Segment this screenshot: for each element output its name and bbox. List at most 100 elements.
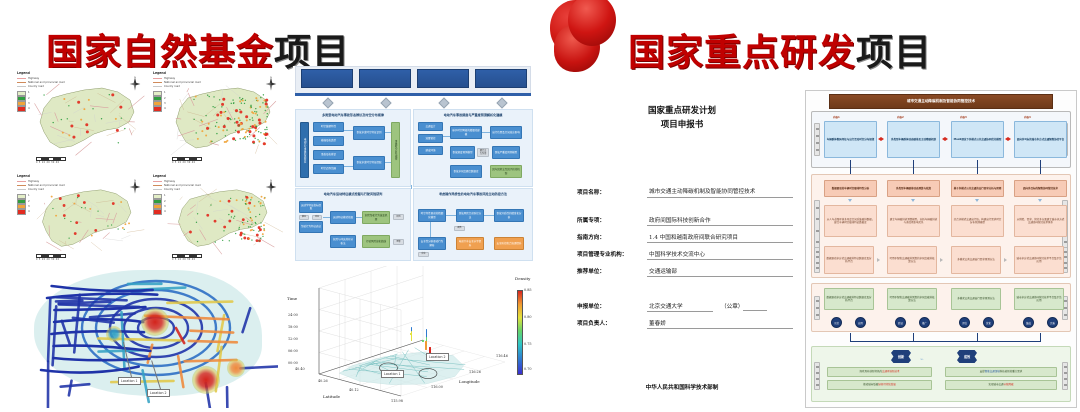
q2-box-5: 事故多尺度耦合数据库 — [450, 165, 482, 178]
outcome-connector-icon: ⌁ — [920, 356, 924, 363]
outcome-left-1-highlight: 交通环境新技术 — [882, 370, 900, 374]
map-scale-bar-ticks — [172, 254, 202, 258]
flowchart-quadrant-2-title: 电动汽车事故频度与严重度预测解析化建模 — [443, 113, 503, 117]
map-legend-swatch-row: 1 — [17, 193, 65, 200]
flowchart-quadrant-4-title: 考虑操作异质性的电动汽车事故风险主动防控方法 — [438, 192, 508, 196]
map-legend-line-row: Highway — [153, 77, 201, 81]
q2-box-3: 事故频度预测模型 — [450, 146, 475, 159]
cycle-circle-3: 验证 — [895, 317, 906, 328]
cover-title-line-1: 国家重点研发计划 — [647, 106, 716, 116]
flowchart-node-diamond-1 — [322, 97, 334, 109]
field-label-project-leader: 项目负责人： — [577, 321, 611, 327]
map-legend-swatch-row: 2 — [153, 96, 201, 102]
outcome-right-2-plain-a: 实现城市交通 — [988, 383, 1004, 387]
map-legend-line-row: National and provincial road — [17, 184, 65, 188]
flowchart-quadrant-1: 多类型电动汽车事故形态辨识及时空分布规律 电动汽车事故形态特征 时空集聚特性 碰… — [295, 109, 411, 187]
q1-col1-box-2: 碰撞形态类型 — [313, 136, 344, 146]
map-legend-line-row: National and provincial road — [17, 81, 65, 85]
field-value-applicant-unit: 北京交通大学 — [647, 302, 713, 312]
roadmap-header-title: 城市交通主动降碳机制及智能协同管控技术 — [829, 94, 1053, 109]
scatter-point — [410, 330, 413, 342]
map-legend-swatch-row: 3 — [153, 101, 201, 107]
map-scale-bar-numbers: 0 5 10 20 30 40 — [36, 160, 60, 164]
q4-side-tag: 优化 — [418, 252, 429, 257]
outcome-left-2-plain-a: 推动城市低碳 — [863, 383, 879, 387]
map-legend-swatch-row: 4 — [153, 209, 201, 215]
q4-box-4: 安全性分析驱动行为解析 — [418, 237, 446, 250]
map-scale-bar-numbers: 0 5 10 20 30 40 — [172, 160, 196, 164]
outcome-right-1-highlight: 智能交通领域 — [984, 370, 1000, 374]
flowchart-node-diamond-3 — [438, 97, 450, 109]
content-box-4: 面向多목标的城市多方式交通智能协控平台 — [1014, 121, 1067, 158]
q3-side-tag-2: 动态 — [312, 215, 322, 220]
map-scale-bar-ticks — [36, 157, 66, 161]
tech-box-2: 多类型车辆碳排动态测算与核算 — [887, 180, 940, 197]
map-legend-swatch-row: 4 — [17, 209, 65, 215]
y-tick-0: 116.00 — [431, 385, 443, 389]
svg-text:N: N — [270, 77, 272, 79]
outcome-right-2-highlight: 节能降碳 — [1003, 383, 1014, 387]
tech-box-1: 数据驱动的车辆时空碳排特性分析 — [824, 180, 877, 197]
map-legend-line-row: County road — [17, 188, 65, 192]
map-legend-line-row: County road — [153, 188, 201, 192]
map-legend-swatch-label: 3 — [28, 101, 30, 105]
map-legend-swatch-label: 2 — [164, 96, 166, 100]
cover-field-project-name: 项目名称： 城市交通主动降碳机制及智能协同管控技术 — [577, 188, 793, 199]
flowchart-quadrant-2: 电动汽车事故频度与严重度预测解析化建模 交通设计 流量管控 建成环境 基于时空网… — [413, 109, 533, 187]
q1-right-rail: 事故时空分布规律 — [391, 122, 400, 178]
q4-box-5: 电动汽车安全水平提升 — [456, 237, 484, 250]
flowchart-center-stem — [411, 185, 412, 189]
y-tick-1: 116.26 — [469, 370, 481, 374]
cover-field-special-program: 所属专项： 政府间国际科技创新合作 — [577, 216, 793, 226]
flowchart-quadrant-3-title: 电动汽车运动特征模式挖掘与行驶风险研判 — [323, 192, 383, 196]
map-legend-line-label: Highway — [28, 179, 40, 183]
map-scale-bar-ticks — [172, 157, 202, 161]
cycle-circle-2: 应用 — [855, 317, 866, 328]
q2-mid-tag: 耦合交互作用 — [477, 148, 489, 157]
outcome-bus — [850, 341, 1041, 342]
outcome-left-1-plain-a: 探索具有创新特色的 — [859, 370, 882, 374]
map-legend-line-row: National and provincial road — [153, 81, 201, 85]
compass-rose-icon: N — [264, 76, 278, 92]
flowchart-top-box-1 — [301, 69, 353, 88]
heatmap-callout-location-1: Location 1 — [118, 377, 141, 385]
left-panel-title: 国家自然基金项目 — [46, 22, 350, 76]
content-box-3: MaaS理念下多模式公共交通协同优化模型 — [951, 121, 1004, 158]
content-tag-3: 内容3 — [960, 116, 967, 119]
q3-side-tag-4: 预警 — [393, 239, 404, 245]
proposal-cover-document: 国家重点研发计划 项目申报书 项目名称： 城市交通主动降碳机制及智能协同管控技术… — [563, 98, 801, 403]
tech-arrow-down-1 — [848, 199, 852, 202]
outcome-right-1-plain-a: 支撑 — [979, 370, 985, 374]
scatter-point — [410, 332, 412, 336]
technical-roadmap-diagram: 城市交通主动降碳机制及智能协同管控技术 内容1 内容2 内容3 内容4 车辆群体… — [805, 90, 1077, 408]
validation-box-4: 城市多方式交通协同管控技术平台及示范应用 — [1014, 288, 1064, 310]
content-arrow-left-3 — [1005, 137, 1008, 141]
map-legend-line-row: National and provincial road — [153, 184, 201, 188]
right-panel-title: 国家重点研发项目 — [628, 22, 932, 76]
svg-text:N: N — [134, 77, 136, 79]
seal-blob-2 — [568, 0, 616, 46]
flowchart-node-diamond-2 — [380, 97, 392, 109]
flowchart-node-diamond-4 — [496, 97, 508, 109]
outcome-right-1-plain-b: 科技创新的重大需求 — [999, 370, 1023, 374]
map-legend-swatch-row: 4 — [153, 106, 201, 112]
map-shape — [167, 187, 284, 255]
map-legend-swatch-label: 2 — [164, 199, 166, 203]
q1-left-rail: 电动汽车事故形态特征 — [300, 122, 309, 178]
q3-box-3: 运动特征模式挖掘 — [330, 211, 356, 224]
outcome-stem-2 — [913, 333, 914, 342]
q4-mid-tag: 耦合 — [454, 226, 465, 231]
q4-box-6: 安全防控能力治理提升 — [494, 237, 524, 250]
roadmap-stem-2 — [913, 160, 914, 176]
map-legend-swatch-row: 2 — [17, 199, 65, 205]
map-legend-swatch-row: 3 — [153, 204, 201, 210]
map-scale-bar: 0 5 10 20 30 40 — [172, 157, 202, 164]
map-legend-swatch-row: 3 — [17, 204, 65, 210]
map-legend-line-row: County road — [17, 85, 65, 89]
outcome-left-2-highlight: 绿色可持续发展 — [878, 383, 896, 387]
q4-box-3: 事故异质性的精准化分析 — [494, 209, 524, 222]
research-framework-flowchart: 多类型电动汽车事故形态辨识及时空分布规律 电动汽车事故形态特征 时空集聚特性 碰… — [293, 66, 533, 261]
cover-field-project-leader: 项目负责人： 董春娇 — [577, 319, 801, 329]
cycle-circle-6: 优化 — [983, 317, 994, 328]
